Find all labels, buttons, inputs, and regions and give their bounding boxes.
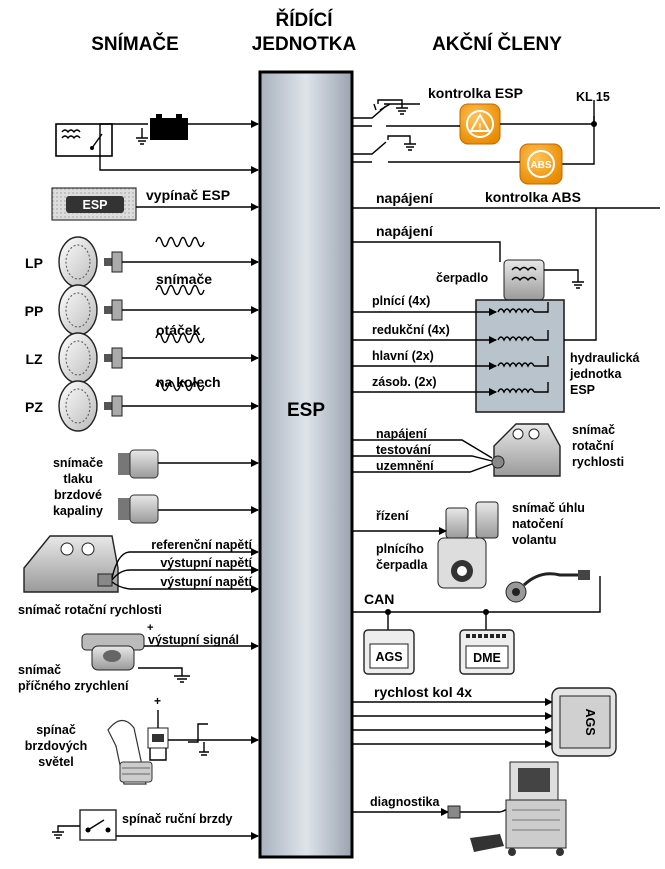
abs-warning-light: ABS — [519, 143, 563, 185]
lat-sensor-label-1: snímač — [18, 663, 61, 677]
valve-label-2: redukční (4x) — [372, 323, 450, 337]
valve-coil — [497, 382, 549, 394]
diagnostics-label: diagnostika — [370, 795, 441, 809]
pressure-sensor-label-3: brzdové — [54, 488, 102, 502]
svg-text:+: + — [147, 622, 153, 634]
ags-module-small: AGS — [363, 629, 415, 675]
wheel-sensor: LZ — [25, 332, 259, 384]
rotation-rate-sensor-left — [23, 535, 119, 593]
steering-label-1: snímač úhlu — [512, 501, 585, 515]
brake-switch-label-3: světel — [38, 755, 73, 769]
brake-switch-label-2: brzdových — [25, 739, 88, 753]
pump-control-3: čerpadla — [376, 558, 428, 572]
dme-label: DME — [473, 651, 501, 665]
handbrake-switch — [52, 809, 117, 841]
warn-abs-label: kontrolka ABS — [485, 189, 581, 205]
esp-control-unit — [258, 70, 354, 859]
wheel-speed-sensors: LP PP LZ PZ — [25, 236, 259, 432]
rotation-rate-sensor-right — [491, 423, 561, 477]
pump-control-2: plnícího — [376, 542, 424, 556]
wheel-speed-label: rychlost kol 4x — [374, 684, 472, 700]
ags-module-large: AGS — [551, 687, 617, 757]
can-label: CAN — [364, 591, 394, 607]
valve-coil — [497, 356, 549, 368]
diagnostic-tester — [470, 761, 567, 856]
ecu-label: ESP — [287, 400, 325, 421]
pump-label: čerpadlo — [436, 271, 488, 285]
abs-badge: ABS — [530, 160, 551, 171]
rot-output-2: výstupní napětí — [160, 556, 252, 570]
yaw-line-1: napájení — [376, 427, 427, 441]
kl15-label: KL 15 — [576, 90, 610, 104]
lateral-acceleration-sensor: + — [81, 622, 153, 671]
yaw-line-3: uzemnění — [376, 459, 434, 473]
wheel-position-label: PZ — [25, 399, 43, 415]
wheel-sensor-text-1: snímače — [156, 271, 212, 287]
hydraulic-label-3: ESP — [570, 383, 595, 397]
battery-icon — [136, 114, 188, 145]
esp-warning-light: ! — [459, 103, 501, 145]
precharge-pump — [437, 501, 499, 589]
esp-switch-label: vypínač ESP — [146, 187, 230, 203]
wheel-sensor-text-3: na kolech — [156, 374, 221, 390]
signal-wave-icon — [155, 236, 205, 248]
valve-label-3: hlavní (2x) — [372, 349, 434, 363]
yaw-line-2: testování — [376, 443, 431, 457]
header-ecu-line2: JEDNOTKA — [252, 34, 357, 55]
yaw-sensor-label-2: rotační — [572, 439, 614, 453]
valve-label-1: plnící (4x) — [372, 294, 430, 308]
esp-switch-badge: ESP — [82, 198, 107, 212]
supply-1: napájení — [376, 190, 434, 206]
pump-control-1: řízení — [376, 509, 409, 523]
signal-wave-icon — [155, 284, 205, 296]
lat-output-label: výstupní signál — [148, 633, 239, 647]
yaw-sensor-label-3: rychlosti — [572, 455, 624, 469]
rot-output-1: referenční napětí — [151, 538, 252, 552]
wheel-sensor: PP — [25, 284, 259, 336]
wheel-position-label: LZ — [25, 351, 43, 367]
pressure-sensor-label-2: tlaku — [63, 472, 92, 486]
svg-text:+: + — [154, 694, 161, 708]
brake-pressure-sensors — [118, 449, 159, 524]
lat-sensor-label-2: příčného zrychlení — [18, 679, 129, 693]
ags-large-label: AGS — [583, 708, 597, 735]
hydraulic-label-1: hydraulická — [570, 351, 640, 365]
svg-text:!: ! — [479, 122, 482, 132]
wheel-position-label: LP — [25, 255, 43, 271]
pressure-sensor-label-1: snímače — [53, 456, 103, 470]
brake-switch-label-1: spínač — [36, 723, 76, 737]
dme-module: DME — [459, 629, 515, 675]
header-ecu-line1: ŘÍDÍCÍ — [276, 9, 334, 31]
valve-label-4: zásob. (2x) — [372, 375, 437, 389]
valve-coils — [497, 302, 549, 394]
brake-fluid-switch — [55, 123, 113, 157]
rot-output-3: výstupní napětí — [160, 575, 252, 589]
valve-coil — [497, 330, 549, 342]
steering-label-3: volantu — [512, 533, 556, 547]
brake-light-switch: + — [107, 694, 209, 785]
header-actuators: AKČNÍ ČLENY — [432, 33, 562, 55]
rot-sensor-label: snímač rotační rychlosti — [18, 603, 162, 617]
ags-small-label: AGS — [375, 650, 402, 664]
wheel-sensor: LP — [25, 236, 259, 288]
hydraulic-label-2: jednotka — [569, 367, 622, 381]
wheel-sensor: PZ — [25, 380, 259, 432]
signal-wave-icon — [155, 380, 205, 392]
esp-switch: ESP — [51, 187, 137, 221]
steering-label-2: natočení — [512, 517, 564, 531]
handbrake-label: spínač ruční brzdy — [122, 812, 232, 826]
yaw-sensor-label-1: snímač — [572, 423, 615, 437]
wheel-position-label: PP — [25, 303, 44, 319]
steering-angle-sensor — [505, 570, 590, 603]
wheel-sensor-text-2: otáček — [156, 322, 201, 338]
valve-coil — [497, 302, 549, 314]
supply-2: napájení — [376, 223, 434, 239]
header-sensors: SNÍMAČE — [91, 33, 179, 55]
pressure-sensor-label-4: kapaliny — [53, 504, 103, 518]
warn-esp-label: kontrolka ESP — [428, 85, 523, 101]
signal-wave-icon — [155, 332, 205, 344]
